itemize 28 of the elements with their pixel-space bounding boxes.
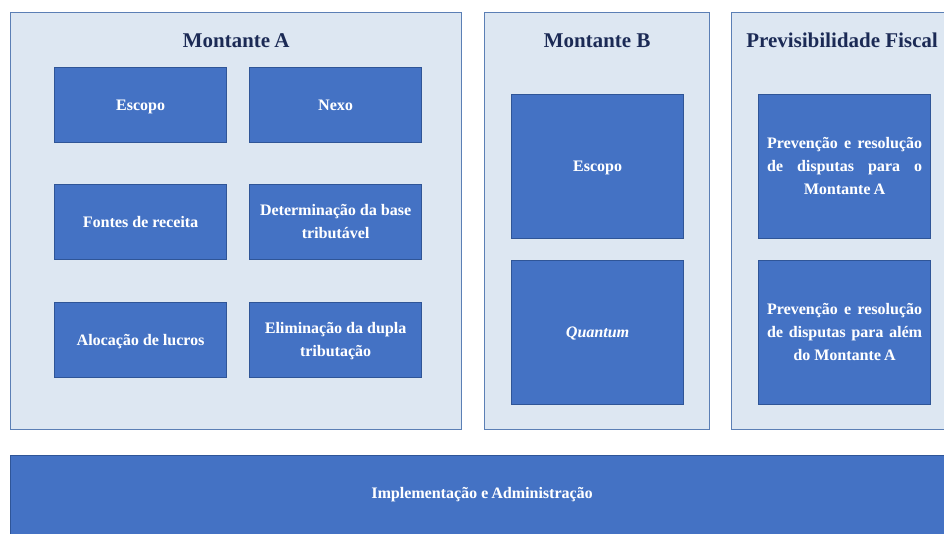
panel-heading: Montante A <box>182 27 290 54</box>
topic-box <box>511 94 684 239</box>
group-panel <box>10 12 462 430</box>
topic-box <box>249 184 422 260</box>
box-label: Implementação e Administração <box>370 484 594 504</box>
topic-box <box>249 67 422 143</box>
topic-box <box>758 260 931 405</box>
topic-box <box>758 94 931 239</box>
box-label: Fontes de receita <box>82 212 200 232</box>
box-label: Determinação da base tributável <box>258 201 412 244</box>
box-label: Escopo <box>115 96 166 116</box>
panel-heading: Montante B <box>542 27 652 54</box>
topic-box <box>54 67 227 143</box>
topic-box <box>249 302 422 378</box>
box-label: Prevenção e resolução de disputas para além do Montante A <box>766 300 923 366</box>
box-label: Quantum <box>564 323 630 343</box>
topic-box <box>54 302 227 378</box>
box-label: Escopo <box>572 157 623 177</box>
group-panel <box>731 12 944 430</box>
group-panel <box>484 12 710 430</box>
box-label: Alocação de lucros <box>76 330 206 350</box>
box-label: Eliminação da dupla tributação <box>264 319 408 362</box>
base-bar <box>10 455 944 534</box>
topic-box <box>54 184 227 260</box>
panel-heading: Previsibilidade Fiscal <box>745 27 939 54</box>
box-label: Prevenção e resolução de disputas para o Montante A <box>766 134 923 200</box>
box-label: Nexo <box>317 96 354 116</box>
topic-box <box>511 260 684 405</box>
